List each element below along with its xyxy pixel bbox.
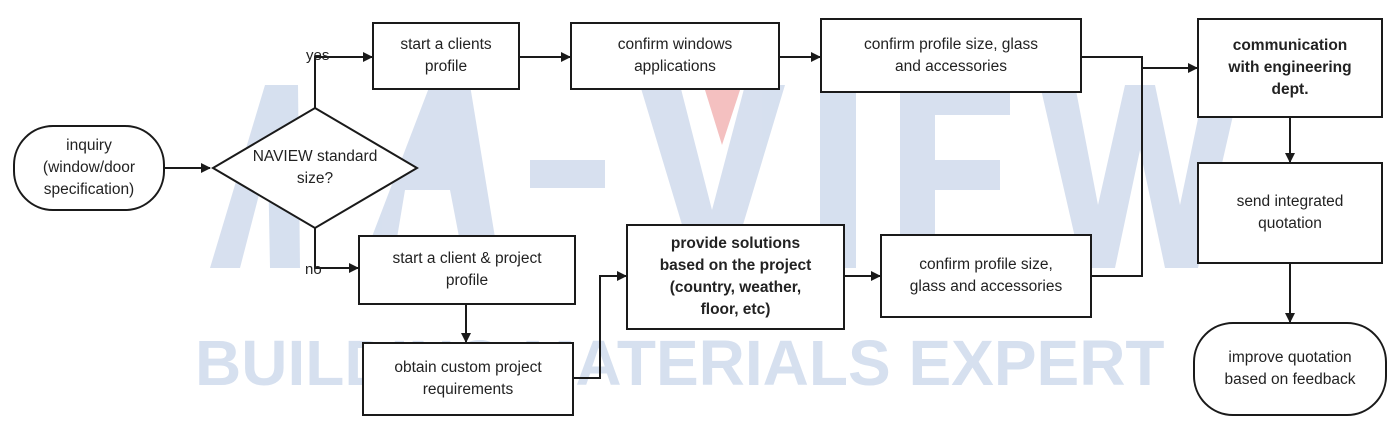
provide-solutions-node: provide solutions based on the project (…	[626, 224, 845, 330]
watermark-dash	[530, 160, 605, 188]
edge-obtain-provide	[574, 271, 627, 379]
confirm-profile-bottom-node: confirm profile size, glass and accessor…	[880, 234, 1092, 318]
inquiry-node: inquiry (window/door specification)	[13, 125, 165, 211]
edge-no	[314, 228, 359, 273]
watermark-letter-w	[1040, 85, 1240, 268]
confirm-windows-applications-node: confirm windows applications	[570, 22, 780, 90]
decision-diamond	[211, 106, 419, 230]
communication-engineering-node: communication with engineering dept.	[1197, 18, 1383, 118]
watermark-letter-a	[360, 85, 500, 268]
start-clients-profile-node: start a clients profile	[372, 22, 520, 90]
yes-label: yes	[306, 47, 330, 64]
watermark-letter-e	[900, 85, 1012, 268]
obtain-custom-requirements-node: obtain custom project requirements	[362, 342, 574, 416]
start-client-project-profile-node: start a client & project profile	[358, 235, 576, 305]
confirm-profile-top-node: confirm profile size, glass and accessor…	[820, 18, 1082, 93]
edge-profile-bottom-merge	[1092, 68, 1143, 277]
watermark-accent	[705, 90, 740, 145]
watermark-tagline: BUILDING MATERIALS EXPERT	[195, 327, 1165, 399]
improve-quotation-node: improve quotation based on feedback	[1193, 322, 1387, 416]
edge-yes	[314, 52, 373, 108]
edge-profile-top-merge	[1082, 56, 1143, 68]
decision-label: NAVIEW standard size?	[252, 148, 378, 187]
watermark-letter-v	[640, 85, 785, 268]
no-label: no	[305, 261, 322, 278]
send-integrated-quotation-node: send integrated quotation	[1197, 162, 1383, 264]
